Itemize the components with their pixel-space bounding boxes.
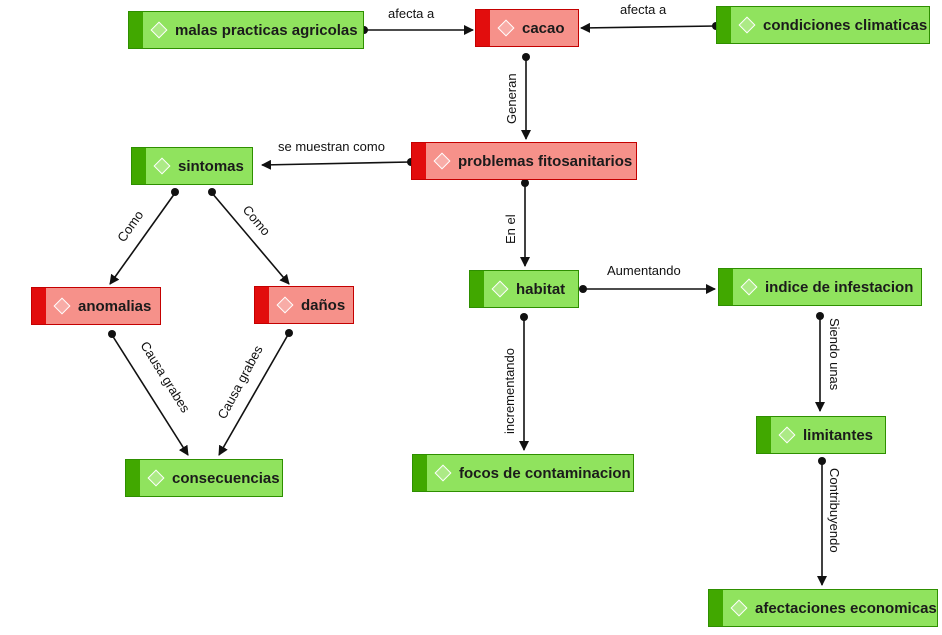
node-bar [413,455,427,491]
edge-condiciones-cacao [580,22,717,33]
diamond-icon [778,426,796,444]
edge-label-como-2: Como [240,202,274,238]
node-label: problemas fitosanitarios [458,152,633,170]
edge-anomalias-consecuencias [111,334,189,456]
node-bar [757,417,771,453]
node-label: anomalias [78,297,152,315]
edge-dot [818,457,826,465]
diamond-icon [730,599,748,617]
node-danos[interactable]: daños [254,286,354,324]
node-label: consecuencias [172,469,280,487]
node-bar [709,590,723,626]
node-label: cacao [522,19,565,37]
edge-dot [171,188,179,196]
edge-dot [520,313,528,321]
diamond-icon [434,464,452,482]
node-indice-de-infestacion[interactable]: indice de infestacion [718,268,922,306]
node-bar [126,460,140,496]
node-bar [255,287,269,323]
node-cacao[interactable]: cacao [475,9,579,47]
node-label: daños [301,296,346,314]
node-limitantes[interactable]: limitantes [756,416,886,454]
diamond-icon [153,157,171,175]
node-bar [129,12,143,48]
diamond-icon [150,21,168,39]
node-label: sintomas [178,157,244,175]
diamond-icon [147,469,165,487]
edge-label-causa-2: Causa grabes [214,342,265,421]
diamond-icon [276,296,294,314]
node-bar [132,148,146,184]
node-label: afectaciones economicas [755,599,937,617]
edge-label-muestran: se muestran como [278,139,385,154]
node-bar [476,10,490,46]
edge-label-enel: En el [503,214,518,244]
diamond-icon [433,152,451,170]
node-problemas-fitosanitarios[interactable]: problemas fitosanitarios [411,142,637,180]
edge-sintomas-anomalias [109,192,176,285]
edge-label-afecta-1: afecta a [388,6,435,21]
node-condiciones-climaticas[interactable]: condiciones climaticas [716,6,930,44]
diamond-icon [738,16,756,34]
diamond-icon [53,297,71,315]
node-label: indice de infestacion [765,278,914,296]
edge-label-contribuyendo: Contribuyendo [827,468,842,553]
diamond-icon [491,280,509,298]
edge-label-siendo: Siendo unas [827,318,842,391]
diamond-icon [497,19,515,37]
node-label: condiciones climaticas [763,16,928,34]
edge-dot [521,179,529,187]
node-habitat[interactable]: habitat [469,270,579,308]
diamond-icon [740,278,758,296]
node-label: limitantes [803,426,874,444]
node-bar [470,271,484,307]
node-bar [32,288,46,324]
node-afectaciones-economicas[interactable]: afectaciones economicas [708,589,938,627]
node-sintomas[interactable]: sintomas [131,147,253,185]
node-anomalias[interactable]: anomalias [31,287,161,325]
edge-dot [208,188,216,196]
edge-dot [816,312,824,320]
edge-dot [285,329,293,337]
node-consecuencias[interactable]: consecuencias [125,459,283,497]
node-label: malas practicas agricolas [175,21,358,39]
edge-dot [522,53,530,61]
edge-label-causa-1: Causa grabes [137,339,193,416]
edge-label-aumentando: Aumentando [607,263,681,278]
node-label: habitat [516,280,566,298]
node-bar [717,7,731,43]
edge-sintomas-danos [211,192,290,285]
node-bar [412,143,426,179]
edge-label-incrementando: incrementando [502,348,517,434]
edge-danos-consecuencias [218,332,290,456]
node-focos-de-contaminacion[interactable]: focos de contaminacion [412,454,634,492]
node-malas-practicas-agricolas[interactable]: malas practicas agricolas [128,11,364,49]
edge-dot [108,330,116,338]
edge-problemas-sintomas [261,159,412,170]
edge-label-afecta-2: afecta a [620,2,667,17]
edge-dot [579,285,587,293]
edge-label-generan: Generan [504,73,519,124]
node-bar [719,269,733,305]
node-label: focos de contaminacion [459,464,631,482]
